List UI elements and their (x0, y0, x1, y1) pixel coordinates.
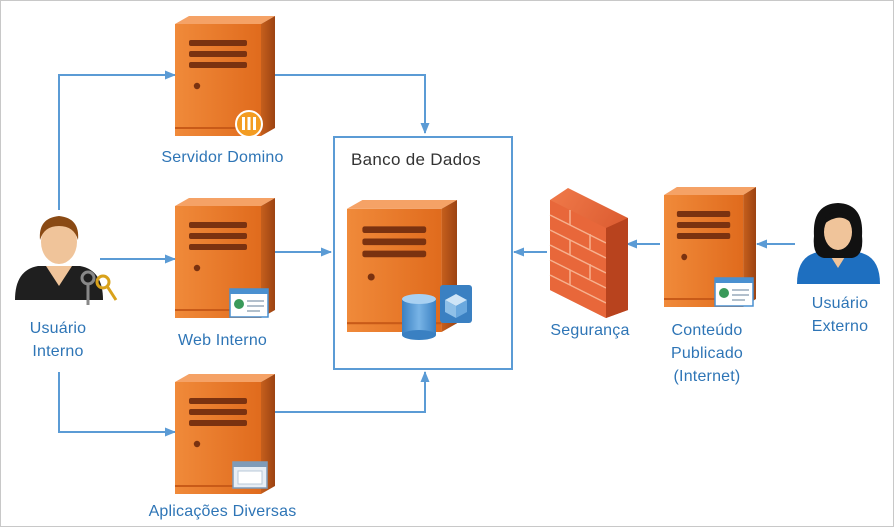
banco-de-dados-server-icon (345, 198, 472, 340)
web-interno-server-icon (174, 197, 276, 319)
conteudo-publicado-label: Conteúdo Publicado (Internet) (652, 319, 762, 388)
usuario-interno-label: Usuário Interno (8, 317, 108, 363)
usuario-interno-line2: Interno (32, 343, 84, 360)
conteudo-publicado-line1: Conteúdo (671, 322, 743, 339)
internal-user-icon (15, 216, 118, 305)
database-icon (402, 294, 436, 340)
usuario-externo-line2: Externo (811, 318, 869, 335)
application-window-icon (232, 461, 268, 489)
banco-de-dados-title: Banco de Dados (351, 150, 481, 169)
servidor-domino-server-icon (174, 15, 276, 138)
connector-user-to-domino (58, 70, 176, 210)
usuario-externo-line1: Usuário (811, 295, 869, 312)
aplicacoes-diversas-server-icon (174, 373, 276, 495)
cube-icon (440, 285, 472, 323)
connector-user-to-apps (58, 372, 176, 437)
connector-domino-to-db (268, 74, 430, 134)
external-user-icon (797, 203, 880, 284)
web-interno-label: Web Interno (177, 332, 268, 349)
conteudo-publicado-line3: (Internet) (673, 368, 741, 385)
browser-window-icon (229, 288, 269, 318)
browser-window-icon (714, 277, 754, 307)
usuario-externo-label: Usuário Externo (790, 292, 890, 338)
domino-logo-icon (235, 110, 263, 138)
aplicacoes-diversas-label: Aplicações Diversas (148, 503, 297, 520)
seguranca-label: Segurança (550, 322, 630, 339)
keys-icon (80, 270, 118, 305)
connector-apps-to-db (268, 371, 430, 413)
usuario-interno-line1: Usuário (29, 320, 87, 337)
connectors (58, 70, 795, 437)
firewall-icon (549, 188, 628, 318)
conteudo-publicado-server-icon (663, 186, 757, 308)
servidor-domino-label: Servidor Domino (161, 149, 284, 166)
conteudo-publicado-line2: Publicado (670, 345, 744, 362)
